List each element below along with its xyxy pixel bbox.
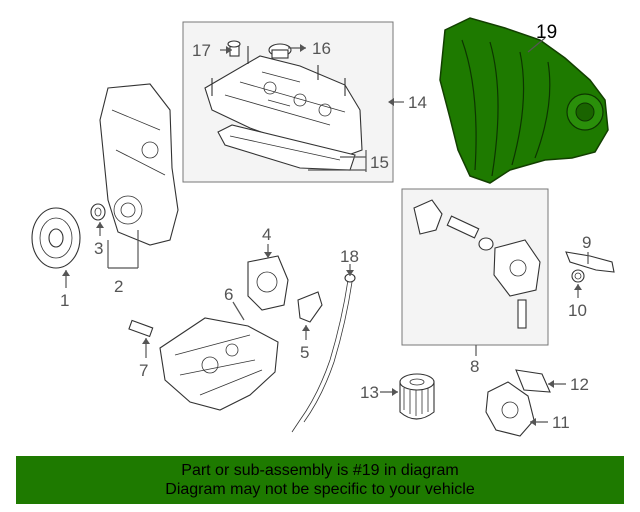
banner-line-1: Part or sub-assembly is #19 in diagram bbox=[181, 462, 459, 479]
callout-10: 10 bbox=[568, 301, 587, 320]
callout-8: 8 bbox=[470, 357, 479, 376]
parts-diagram: 1 2 3 4 5 6 7 8 9 10 11 12 13 14 15 16 1… bbox=[31, 17, 615, 437]
callout-17: 17 bbox=[192, 41, 211, 60]
oil-filter-part[interactable] bbox=[399, 373, 435, 420]
callout-2: 2 bbox=[114, 277, 123, 296]
intake-manifold-part[interactable] bbox=[439, 17, 609, 184]
callout-16: 16 bbox=[312, 39, 331, 58]
callout-5: 5 bbox=[300, 343, 309, 362]
callout-1: 1 bbox=[60, 291, 69, 310]
rear-seal-housing-part[interactable] bbox=[247, 255, 289, 311]
info-banner: Part or sub-assembly is #19 in diagram D… bbox=[16, 456, 624, 504]
callout-18: 18 bbox=[340, 247, 359, 266]
callout-7: 7 bbox=[139, 361, 148, 380]
o-ring-part[interactable] bbox=[571, 269, 585, 283]
callout-3: 3 bbox=[94, 239, 103, 258]
oil-filler-cap-part[interactable] bbox=[268, 43, 292, 59]
valve-cover-part[interactable] bbox=[204, 46, 363, 159]
front-seal-part[interactable] bbox=[90, 203, 106, 221]
bolt-part[interactable] bbox=[227, 40, 241, 57]
pump-bracket-part[interactable] bbox=[565, 251, 615, 273]
oil-pump-part[interactable] bbox=[413, 199, 541, 329]
callout-9: 9 bbox=[582, 233, 591, 252]
bracket-part[interactable] bbox=[297, 291, 323, 323]
callout-14: 14 bbox=[408, 93, 427, 112]
timing-cover-part[interactable] bbox=[99, 83, 179, 246]
arrow-heads bbox=[62, 44, 582, 426]
callout-13: 13 bbox=[360, 383, 379, 402]
banner-line-2: Diagram may not be specific to your vehi… bbox=[165, 481, 475, 498]
callout-6: 6 bbox=[224, 285, 233, 304]
callout-labels: 1 2 3 4 5 6 7 8 9 10 11 12 13 14 15 16 1… bbox=[60, 22, 591, 432]
callout-11: 11 bbox=[552, 413, 570, 432]
filter-adapter-part[interactable] bbox=[485, 381, 535, 437]
sensor-part[interactable] bbox=[128, 319, 154, 338]
callout-12: 12 bbox=[570, 375, 589, 394]
crankshaft-pulley-part[interactable] bbox=[31, 207, 81, 269]
oil-pan-part[interactable] bbox=[159, 317, 279, 411]
dipstick-part[interactable] bbox=[291, 273, 356, 433]
adapter-gasket-part[interactable] bbox=[515, 369, 551, 393]
callout-15: 15 bbox=[370, 153, 389, 172]
callout-19: 19 bbox=[536, 22, 557, 43]
callout-4: 4 bbox=[262, 225, 271, 244]
